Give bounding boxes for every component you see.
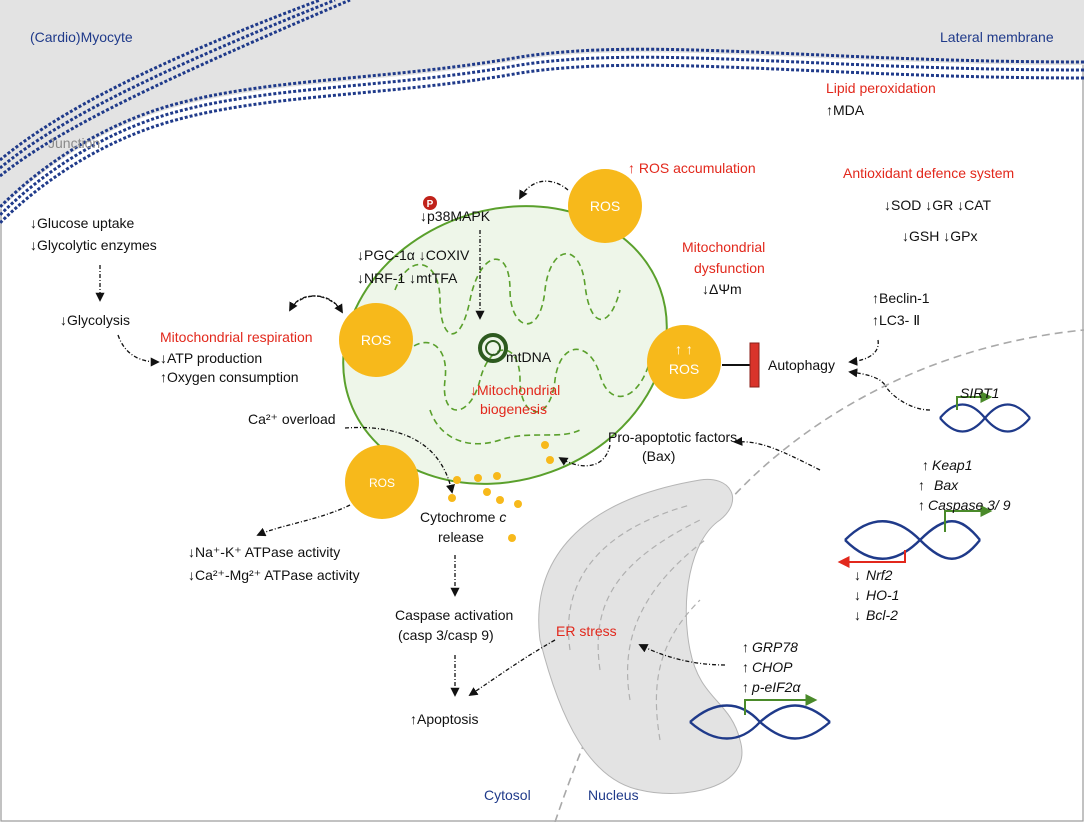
chop-arrow: ↑ [742, 659, 749, 675]
lc3-label: ↑LC3- Ⅱ [872, 312, 920, 328]
membrane-line-3 [0, 63, 1084, 225]
caspase-arrow: ↑ [918, 497, 925, 513]
bax-label: Bax [934, 477, 959, 493]
myocyte-label: (Cardio)Myocyte [30, 29, 133, 45]
biogenesis-line-2: biogenesis [480, 401, 547, 417]
cytochrome-c-italic: c [499, 509, 506, 525]
inhibition-bar [749, 342, 760, 388]
ros-left-circle [339, 303, 413, 377]
cytochrome-word: Cytochrome [420, 509, 496, 525]
membrane-line-1 [0, 47, 1084, 209]
beclin-label: ↑Beclin-1 [872, 290, 930, 306]
junction-line-1 [0, 0, 321, 162]
pro-apoptotic-line-1: Pro-apoptotic factors [608, 429, 737, 445]
ros-top-label: ROS [590, 198, 620, 214]
ho1-arrow: ↓ [854, 587, 861, 603]
caspase39-label: Caspase 3/ 9 [928, 497, 1011, 513]
bax-arrow: ↑ [918, 477, 925, 493]
keap1-arrow: ↑ [922, 457, 929, 473]
glycolysis-label: ↓Glycolysis [60, 312, 130, 328]
ros-bottom-circle [345, 445, 419, 519]
caspase-activation-line-2: (casp 3/casp 9) [398, 627, 494, 643]
mtdna-label: mtDNA [506, 349, 552, 365]
bcl2-arrow: ↓ [854, 607, 861, 623]
membrane-line-2 [0, 55, 1084, 217]
mito-dysfunction-line-1: Mitochondrial [682, 239, 765, 255]
glycolytic-enzymes-label: ↓Glycolytic enzymes [30, 237, 157, 253]
cristae-2 [399, 341, 651, 413]
antioxidant-title: Antioxidant defence system [843, 165, 1014, 181]
atp-label: ↓ATP production [160, 350, 262, 366]
phospho-label: P [427, 199, 434, 210]
endoplasmic-reticulum [538, 478, 743, 794]
lipid-peroxidation-title: Lipid peroxidation [826, 80, 936, 96]
ros-right-arrows: ↑ ↑ [675, 341, 693, 357]
junction-label: Junction [48, 135, 100, 151]
sirt1-label: SIRT1 [960, 385, 999, 401]
ros-left-label: ROS [361, 332, 391, 348]
keap1-label: Keap1 [932, 457, 972, 473]
ros-bottom-label: ROS [369, 476, 395, 490]
ho1-label: HO-1 [866, 587, 899, 603]
glucose-uptake-label: ↓Glucose uptake [30, 215, 134, 231]
nrf1-mttfa-label: ↓NRF-1 ↓mtTFA [357, 270, 458, 286]
dna-keap1 [844, 520, 981, 560]
phospho-badge [423, 196, 437, 210]
camg-atpase-label: ↓Ca²⁺-Mg²⁺ ATPase activity [188, 567, 360, 583]
dna-grp78 [689, 704, 831, 740]
lateral-membrane-label: Lateral membrane [940, 29, 1054, 45]
mda-label: ↑MDA [826, 102, 865, 118]
ros-accumulation-title: ↑ ROS accumulation [628, 160, 756, 176]
junction-line-2 [0, 0, 336, 170]
mito-dysfunction-line-2: dysfunction [694, 260, 765, 276]
cytochrome-dots [448, 441, 554, 542]
chop-label: CHOP [752, 659, 793, 675]
grp78-arrow: ↑ [742, 639, 749, 655]
p38mapk-label: ↓p38MAPK [420, 208, 491, 224]
bcl2-label: Bcl-2 [866, 607, 898, 623]
neighbor-cell [0, 0, 1084, 210]
dna-sirt1 [939, 403, 1031, 433]
ros-top-circle [568, 169, 642, 243]
biogenesis-line-1: ↓Mitochondrial [470, 382, 560, 398]
peif-arrow: ↑ [742, 679, 749, 695]
ros-right-label: ROS [669, 361, 699, 377]
nuclear-envelope [554, 329, 1084, 822]
nrf2-arrow: ↓ [854, 567, 861, 583]
peif-label: p-eIF2α [751, 679, 801, 695]
nucleus-label: Nucleus [588, 787, 639, 803]
ca-overload-label: Ca²⁺ overload [248, 411, 336, 427]
delta-psi-label: ↓ΔΨm [702, 281, 742, 297]
cytochrome-line-2: release [438, 529, 484, 545]
nak-atpase-label: ↓Na⁺-K⁺ ATPase activity [188, 544, 340, 560]
cytochrome-line-1: Cytochrome c [420, 509, 506, 525]
pgc-coxiv-label: ↓PGC-1α ↓COXIV [357, 247, 470, 263]
oxygen-label: ↑Oxygen consumption [160, 369, 299, 385]
apoptosis-label: ↑Apoptosis [410, 711, 478, 727]
ros-right-circle [647, 325, 721, 399]
nrf2-label: Nrf2 [866, 567, 893, 583]
antioxidant-line-1: ↓SOD ↓GR ↓CAT [884, 197, 992, 213]
mito-respiration-title: Mitochondrial respiration [160, 329, 313, 345]
mtdna-ring [478, 333, 508, 363]
cytosol-label: Cytosol [484, 787, 531, 803]
caspase-activation-line-1: Caspase activation [395, 607, 513, 623]
cristae-1 [394, 252, 621, 335]
er-stress-label: ER stress [556, 623, 617, 639]
grp78-label: GRP78 [752, 639, 798, 655]
antioxidant-line-2: ↓GSH ↓GPx [902, 228, 977, 244]
autophagy-label: Autophagy [768, 357, 835, 373]
pro-apoptotic-line-2: (Bax) [642, 448, 675, 464]
